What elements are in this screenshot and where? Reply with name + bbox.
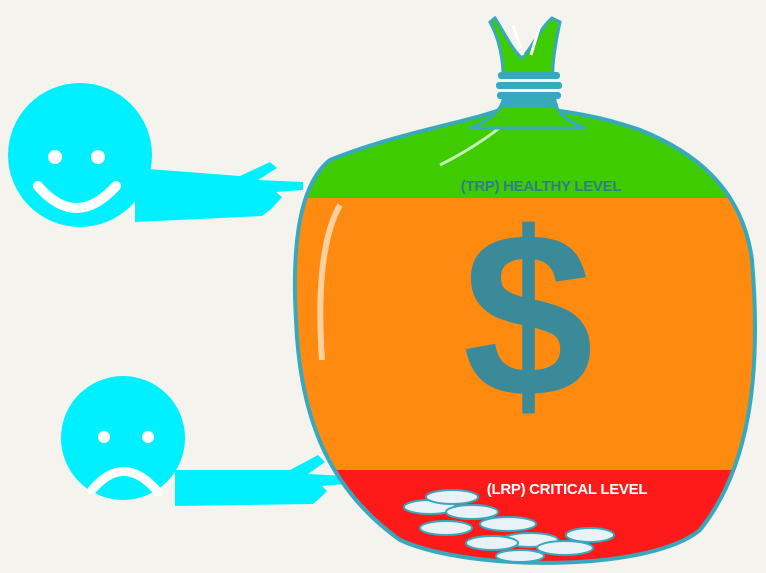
bag-neck <box>490 18 560 75</box>
healthy-level-label: (TRP) HEALTHY LEVEL <box>461 178 622 195</box>
sad-face-pointer <box>61 376 345 506</box>
critical-level-label: (LRP) CRITICAL LEVEL <box>487 481 648 498</box>
sad-left-eye <box>98 431 110 443</box>
money-bag: $ (TRP) HEALTHY LEVEL (LRP) CRITICAL LEV… <box>280 18 766 573</box>
sad-pointing-arm <box>175 455 345 506</box>
happy-face-pointer <box>8 83 303 227</box>
sad-face-icon <box>61 376 185 500</box>
sad-right-eye <box>142 431 154 443</box>
bag-tie <box>496 72 562 108</box>
happy-right-eye <box>91 150 105 164</box>
dollar-icon: $ <box>463 183 594 446</box>
happy-pointing-arm <box>135 162 303 222</box>
happy-left-eye <box>48 150 62 164</box>
